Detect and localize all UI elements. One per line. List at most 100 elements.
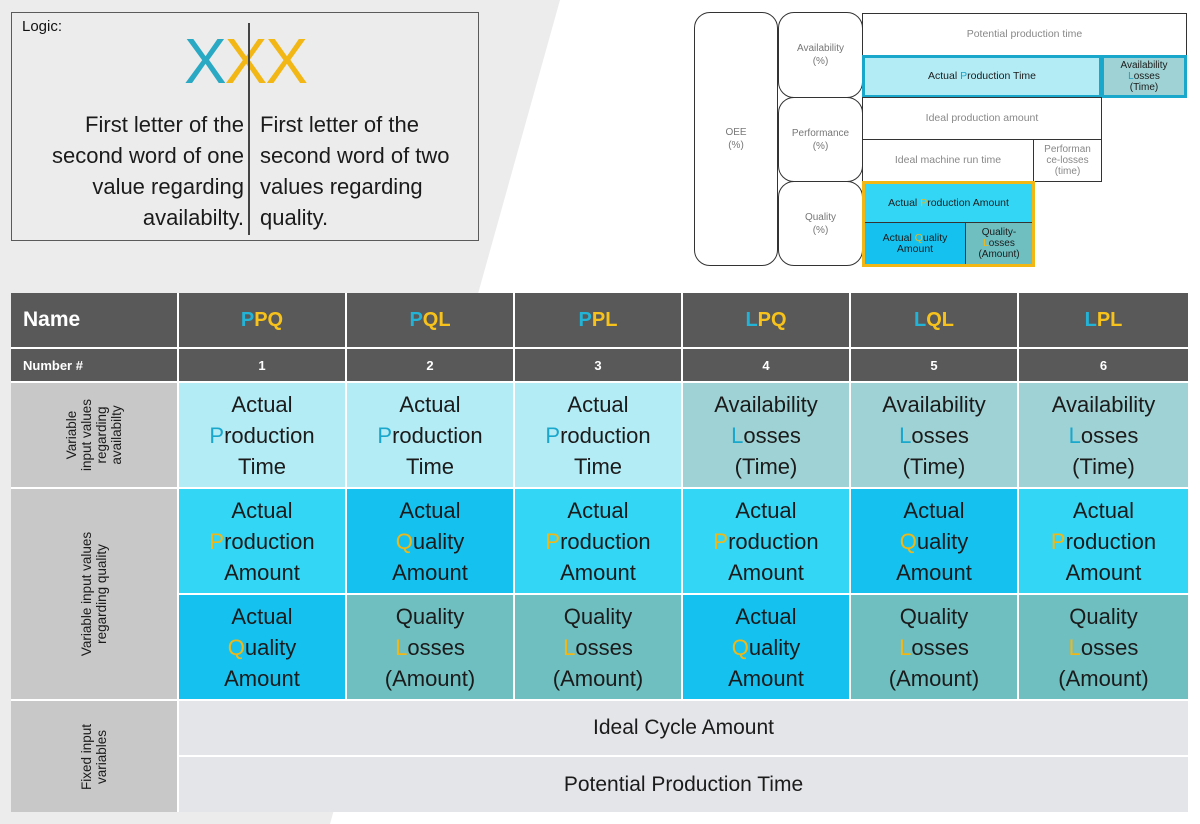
logic-left-text: First letter of the second word of one v… [20, 109, 244, 233]
aqa-line2: Amount [896, 242, 934, 255]
cell-key-letter: Q [395, 528, 413, 554]
logic-divider [248, 23, 250, 235]
quality-box: Quality(%) [778, 181, 863, 266]
logic-right-line: values regarding [260, 174, 423, 199]
cell-key-letter: P [1050, 528, 1066, 554]
logic-right-text: First letter of the second word of two v… [260, 109, 475, 233]
row-label-line: Variable input values [78, 531, 94, 657]
cell-line: osses [1080, 634, 1139, 660]
row-label-line: regarding [94, 406, 109, 464]
cell-line: Time [237, 453, 287, 479]
cell-line: Amount [392, 559, 468, 585]
pl-line1: Performan [1044, 144, 1091, 155]
cell-line: osses [1080, 422, 1139, 448]
availability-label: Availability [796, 43, 845, 54]
cell-line: Availability [882, 391, 986, 417]
column-header-rest: PQ [757, 308, 787, 331]
performance-label: Performance [791, 127, 850, 139]
cell-line: Actual [735, 603, 797, 629]
quality-unit: (%) [812, 224, 829, 236]
actual-production-time-bar: Actual Production Time [862, 55, 1102, 98]
cell-line: Availability [1051, 391, 1156, 417]
cell-line: osses [407, 634, 465, 660]
apa-before: Actual [888, 196, 921, 209]
logic-left-line: First letter of the [85, 112, 244, 137]
cell-line: roduction [392, 422, 483, 448]
cell-line: roduction [1065, 528, 1157, 554]
logic-left-line: second word of one [51, 143, 244, 168]
cell-line: (Time) [734, 453, 798, 479]
cell-key-letter: P [713, 528, 729, 554]
row-label-fixed-text: Fixed input variables [79, 723, 109, 789]
cell-line: osses [911, 422, 969, 448]
logic-right-line: second word of two [260, 143, 450, 168]
logic-code: XXX [12, 29, 478, 93]
actual-production-time-text: Actual Production Time [928, 71, 1036, 82]
cell-line: Actual [231, 603, 293, 629]
column-header-first-letter: L [745, 308, 758, 331]
cell-line: Amount [896, 559, 972, 585]
cell-key-letter: P [545, 528, 561, 554]
ideal-machine-run-time-text: Ideal machine run time [894, 154, 1002, 166]
cell-key-letter: L [395, 634, 408, 660]
cell-line: Amount [728, 665, 804, 691]
cell-line: uality [748, 634, 801, 660]
column-header-first-letter: L [914, 308, 927, 331]
cell-line: Quality [899, 603, 969, 629]
row-label-line: regarding quality [93, 544, 109, 644]
cell-key-letter: P [209, 422, 225, 448]
cell-line: Actual [399, 391, 461, 417]
cell-line: Quality [1069, 603, 1138, 629]
cell-key-letter: L [899, 634, 912, 660]
cell-key-letter: Q [731, 634, 749, 660]
apt-key-letter: P [960, 70, 968, 82]
column-header-rest: PL [1096, 308, 1123, 331]
aqa-before: Actual [882, 231, 915, 244]
ql-line3: (Amount) [978, 249, 1020, 260]
cell-line: Actual [1072, 497, 1135, 523]
column-header-rest: PL [591, 308, 618, 331]
ideal-production-amount-text: Ideal production amount [925, 112, 1039, 124]
cell-line: Amount [1065, 559, 1142, 585]
apt-before: Actual [928, 70, 961, 82]
cell-line: osses [911, 634, 969, 660]
performance-unit: (%) [812, 140, 829, 152]
cell-key-letter: Q [227, 634, 245, 660]
cell-line: Amount [728, 559, 804, 585]
cell-line: roduction [560, 422, 651, 448]
fixed-variable-ideal-cycle-amount: Ideal Cycle Amount [179, 701, 1188, 757]
cell-key-letter: L [1068, 422, 1081, 448]
cell-line: (Time) [1072, 453, 1135, 479]
logic-right-line: First letter of the [260, 112, 419, 137]
pl-line3: (time) [1054, 166, 1081, 177]
ideal-production-amount-bar: Ideal production amount [862, 97, 1102, 140]
cell-line: osses [743, 422, 801, 448]
cell-key-letter: Q [899, 528, 917, 554]
row-label-fixed: Fixed input variables [11, 701, 179, 812]
ideal-machine-run-time-bar: Ideal machine run time [862, 139, 1034, 182]
fixed-variable-potential-production-time: Potential Production Time [179, 757, 1188, 812]
column-header-rest: PQ [254, 308, 284, 331]
potential-production-time-bar: Potential production time [862, 13, 1187, 56]
logic-code-first-letter: X [183, 25, 227, 97]
column-number: 3 [515, 349, 683, 383]
apt-after: roduction Time [967, 70, 1036, 82]
cell-line: (Amount) [888, 665, 980, 691]
logic-title: Logic: [22, 18, 63, 35]
quality-label: Quality [804, 211, 837, 223]
cell-line: Actual [231, 497, 293, 523]
